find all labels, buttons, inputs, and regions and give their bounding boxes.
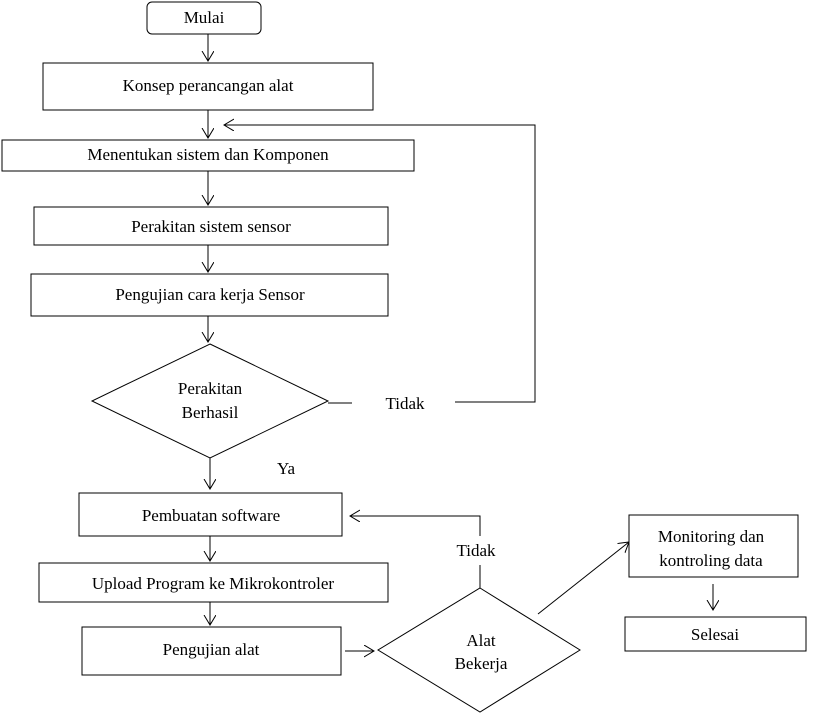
monitoring-box (628, 514, 799, 578)
concept-box (42, 62, 374, 111)
concept-label: Konsep perancangan alat (123, 76, 294, 95)
connector-decision1-no-loop (224, 125, 536, 403)
arrow-decision2-to-monitoring (537, 542, 629, 615)
finish-label: Selesai (691, 625, 739, 644)
assembly-box (33, 206, 389, 246)
start-terminal (146, 1, 262, 35)
tool-test-label: Pengujian alat (163, 640, 260, 659)
decision1-no-label: Tidak (385, 394, 425, 413)
connector-decision2-no-to-software (350, 516, 481, 536)
decision1-label-line1: Perakitan (178, 379, 243, 398)
monitoring-label-line1: Monitoring dan (658, 527, 765, 546)
decision2-no-label: Tidak (456, 541, 496, 560)
finish-box (624, 616, 807, 652)
software-label: Pembuatan software (142, 506, 280, 525)
decision-assembly-success (90, 343, 330, 459)
start-label: Mulai (184, 8, 225, 27)
monitoring-label-line2: kontroling data (659, 551, 763, 570)
determine-label: Menentukan sistem dan Komponen (87, 145, 329, 164)
decision1-label-line2: Berhasil (182, 403, 239, 422)
assembly-label: Perakitan sistem sensor (131, 217, 291, 236)
decision2-label-line2: Bekerja (455, 654, 508, 673)
decision-tool-works (377, 587, 581, 713)
decision1-yes-label: Ya (277, 459, 296, 478)
software-box (78, 492, 343, 537)
decision2-label-line1: Alat (466, 631, 496, 650)
upload-label: Upload Program ke Mikrokontroler (92, 574, 335, 593)
sensor-test-label: Pengujian cara kerja Sensor (115, 285, 305, 304)
upload-box (38, 562, 389, 603)
sensor-test-box (30, 273, 389, 317)
tool-test-box (81, 626, 342, 676)
